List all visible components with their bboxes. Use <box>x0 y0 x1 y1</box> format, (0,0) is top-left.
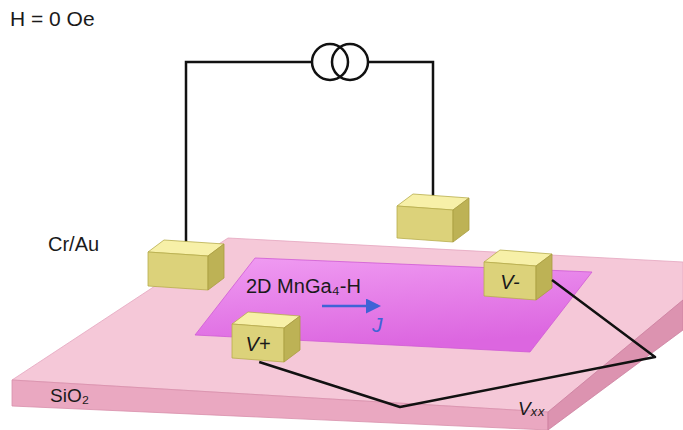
pad-label: V- <box>500 270 519 294</box>
contact-pad <box>397 194 469 242</box>
substrate-label: SiO₂ <box>50 385 89 408</box>
current-arrow <box>322 305 378 308</box>
current-source-symbol <box>312 44 348 80</box>
voltage-pad: V+ <box>232 312 300 362</box>
substrate-front <box>12 380 548 430</box>
voltage-pad: V- <box>484 250 552 300</box>
voltage-wire <box>259 280 655 407</box>
pad-front <box>484 262 536 300</box>
field-label: H = 0 Oe <box>10 6 95 31</box>
pad-front <box>232 324 284 362</box>
pad-side <box>536 254 552 300</box>
substrate-slab: SiO₂ 2D MnGa₄-H J V+ V- <box>12 238 683 430</box>
material-label: 2D MnGa₄-H <box>246 274 361 298</box>
current-wire <box>186 62 312 250</box>
pad-side <box>284 316 300 362</box>
pad-label: V+ <box>245 332 270 356</box>
current-source-symbol <box>332 44 368 80</box>
contact-pad <box>148 240 224 290</box>
current-wire <box>368 62 433 200</box>
material-label: Cr/Au <box>48 232 99 256</box>
current-symbol: J <box>372 312 383 337</box>
voltage-label: Vₓₓ <box>518 398 545 421</box>
